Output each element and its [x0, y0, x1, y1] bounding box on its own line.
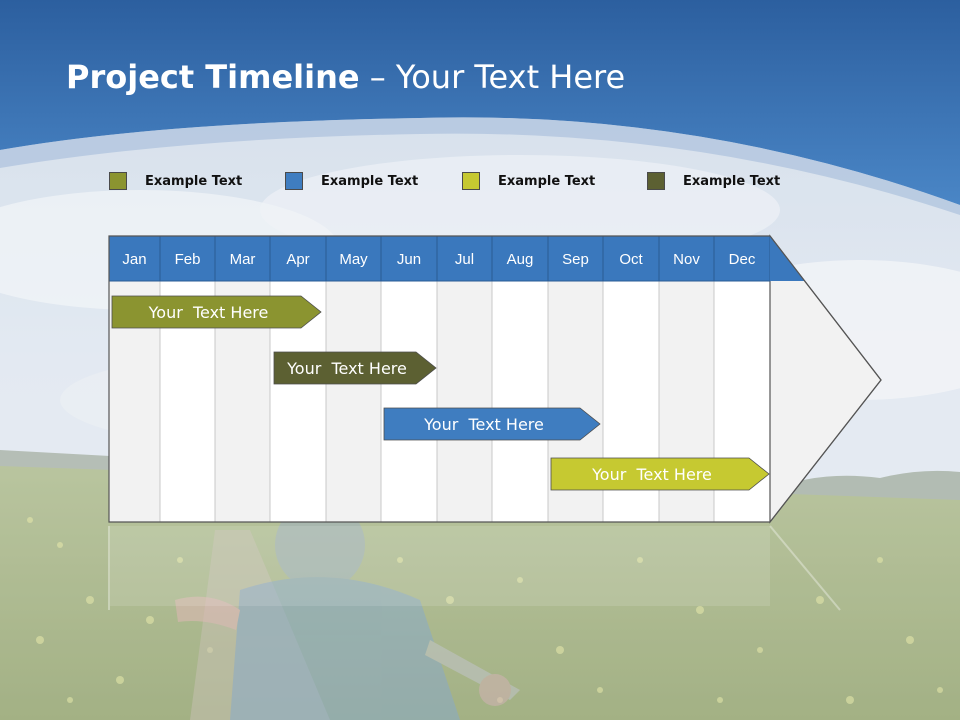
month-header-nov — [658, 235, 715, 282]
reflection-fill — [109, 526, 770, 606]
month-label-nov: Nov — [673, 251, 700, 268]
month-label-jul: Jul — [455, 251, 474, 268]
month-label-aug: Aug — [507, 251, 534, 268]
month-column-jul — [436, 280, 493, 523]
legend-swatch-2 — [285, 172, 303, 190]
month-label-sep: Sep — [562, 251, 589, 268]
title-bold: Project Timeline — [66, 58, 360, 96]
legend-label-1: Example Text — [145, 173, 243, 189]
month-header-jun — [380, 235, 438, 282]
legend-label-4: Example Text — [683, 173, 781, 189]
month-label-mar: Mar — [230, 251, 256, 268]
task-bar-shape-2 — [273, 351, 437, 385]
legend-label-2: Example Text — [321, 173, 419, 189]
reflection-arrow-edge — [769, 525, 841, 611]
month-column-may — [325, 280, 382, 523]
page-title: Project Timeline – Your Text Here — [66, 58, 625, 96]
legend-item-4: Example Text — [647, 170, 780, 192]
month-column-jun — [380, 280, 438, 523]
task-bar-label-2: Your Text Here — [286, 359, 407, 378]
legend-item-1: Example Text — [109, 170, 242, 192]
task-bar-label-3: Your Text Here — [423, 415, 544, 434]
month-label-oct: Oct — [619, 251, 643, 268]
task-bar-label-4: Your Text Here — [591, 465, 712, 484]
task-bar-4: Your Text Here — [550, 457, 770, 491]
legend-label-3: Example Text — [498, 173, 596, 189]
legend-swatch-4 — [647, 172, 665, 190]
legend-swatch-3 — [462, 172, 480, 190]
legend-swatch-1 — [109, 172, 127, 190]
timeline-frame — [108, 235, 882, 523]
legend-item-3: Example Text — [462, 170, 595, 192]
legend: Example Text Example Text Example Text E… — [0, 170, 960, 194]
month-label-jan: Jan — [122, 251, 146, 268]
month-label-jun: Jun — [397, 251, 421, 268]
task-bar-shape-4 — [550, 457, 770, 491]
month-label-apr: Apr — [286, 251, 309, 268]
task-bar-label-1: Your Text Here — [148, 303, 269, 322]
month-label-dec: Dec — [729, 251, 756, 268]
task-bar-shape-3 — [383, 407, 601, 441]
task-bar-1: Your Text Here — [111, 295, 322, 329]
timeline-reflection — [108, 525, 841, 611]
title-rest: – Your Text Here — [359, 58, 626, 96]
task-bar-2: Your Text Here — [273, 351, 437, 385]
month-header-dec — [713, 235, 771, 282]
month-header-apr — [269, 235, 327, 282]
month-label-feb: Feb — [175, 251, 201, 268]
task-bar-shape-1 — [111, 295, 322, 329]
month-label-may: May — [339, 251, 368, 268]
legend-item-2: Example Text — [285, 170, 418, 192]
task-bar-3: Your Text Here — [383, 407, 601, 441]
month-header-aug — [491, 235, 549, 282]
month-header-may — [325, 235, 382, 282]
month-column-aug — [491, 280, 549, 523]
